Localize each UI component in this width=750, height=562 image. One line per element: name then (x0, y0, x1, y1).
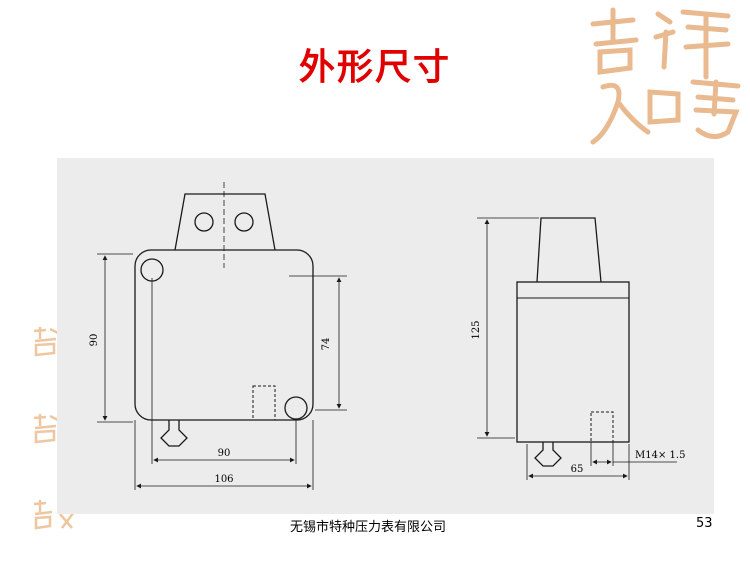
page-number: 53 (696, 516, 713, 531)
dim-side-height: 125 (471, 320, 482, 339)
dim-front-height-outer: 90 (89, 334, 100, 347)
front-fitting (160, 420, 188, 447)
front-view (97, 182, 347, 490)
dim-front-width-holes: 90 (218, 448, 231, 459)
seal-watermark-1 (33, 327, 59, 357)
flange-hole-left (194, 212, 214, 232)
dimension-drawing-panel: 90 74 90 106 125 65 M14× 1.5 (57, 158, 714, 514)
calligraphy-watermark-logo (590, 7, 741, 145)
side-view (477, 217, 677, 480)
footer-company-name: 无锡市特种压力表有限公司 (290, 520, 447, 535)
dim-front-height-inner: 74 (321, 338, 332, 351)
dim-side-thread: M14× 1.5 (635, 450, 685, 461)
dim-side-depth: 65 (571, 464, 584, 475)
flange-hole-right (234, 212, 254, 232)
slide-title: 外形尺寸 (298, 47, 451, 88)
side-fitting (534, 442, 562, 467)
front-body (134, 249, 314, 421)
mount-hole-bottom-right (284, 396, 308, 420)
dim-front-width-overall: 106 (214, 474, 233, 485)
mount-hole-top-left (140, 258, 164, 282)
side-mount-flange (536, 217, 602, 283)
side-body (516, 281, 630, 443)
front-mount-flange (174, 193, 276, 251)
outline-drawing: 90 74 90 106 125 65 M14× 1.5 (89, 182, 685, 490)
seal-watermark-2 (33, 414, 59, 444)
